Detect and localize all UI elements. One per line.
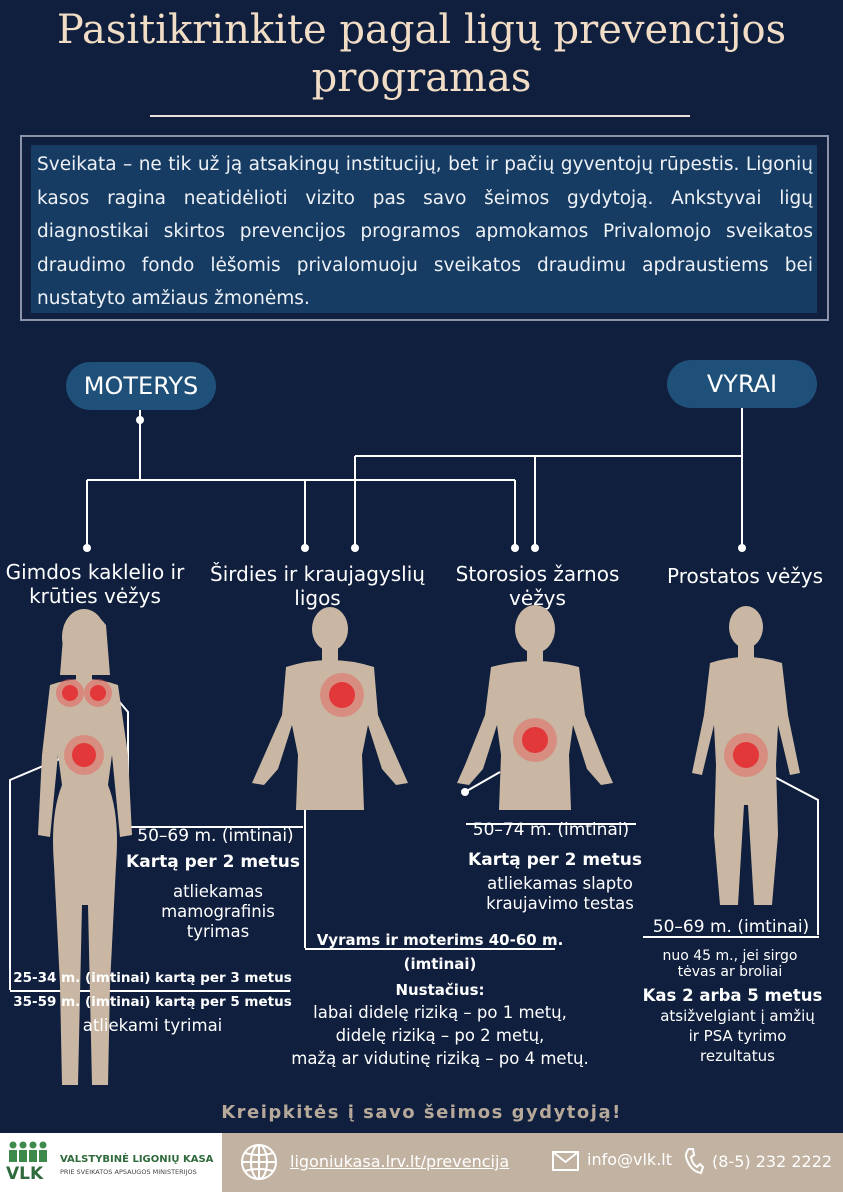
- phone-icon: [684, 1148, 704, 1175]
- cardio-low-risk: mažą ar vidutinę riziką – po 4 metų.: [291, 1049, 589, 1068]
- category-prostate: Prostatos vėžys: [667, 564, 823, 588]
- org-name-text: VALSTYBINĖ LIGONIŲ KASA: [60, 1154, 214, 1165]
- org-name: VALSTYBINĖ LIGONIŲ KASA PRIE SVEIKATOS A…: [60, 1154, 220, 1178]
- colorectal-body-figure: [457, 605, 613, 810]
- prostate-description: atsižvelgiant į amžių ir PSA tyrimo rezu…: [660, 1007, 815, 1065]
- women-pill: MOTERYS: [66, 362, 216, 410]
- page-title: Pasitikrinkite pagal ligų prevencijos pr…: [56, 7, 787, 101]
- cardio-detected-label: Nustačius:: [395, 981, 485, 999]
- title-divider: [150, 115, 690, 117]
- prostate-extra: nuo 45 m., jei sirgo tėvas ar broliai: [662, 948, 798, 980]
- footer-logo-area: [0, 1133, 222, 1192]
- phone-number[interactable]: (8-5) 232 2222: [712, 1152, 833, 1171]
- intro-frame: [20, 135, 829, 321]
- intro-panel: [31, 145, 817, 313]
- email-link[interactable]: info@vlk.lt: [587, 1150, 672, 1169]
- mammography-frequency: Kartą per 2 metus: [126, 852, 300, 872]
- colorectal-frequency: Kartą per 2 metus: [468, 850, 642, 870]
- logo-abbreviation: VLK: [6, 1164, 44, 1184]
- mammography-description: atliekamas mamografinis tyrimas: [161, 882, 275, 941]
- colorectal-age: 50–74 m. (imtinai): [472, 820, 630, 840]
- cervical-schedule-1: 25-34 m. (imtinai) kartą per 3 metus: [13, 970, 292, 986]
- website-link[interactable]: ligoniukasa.lrv.lt/prevencija: [290, 1152, 510, 1171]
- category-colorectal: Storosios žarnos vėžys: [455, 562, 620, 610]
- female-body-figure: [38, 609, 132, 1085]
- cardio-very-high-risk: labai didelę riziką – po 1 metų,: [313, 1003, 567, 1022]
- prostate-frequency: Kas 2 arba 5 metus: [642, 986, 823, 1005]
- prostate-age: 50–69 m. (imtinai): [652, 917, 810, 937]
- category-cardio: Širdies ir kraujagyslių ligos: [210, 562, 425, 610]
- colorectal-description: atliekamas slapto kraujavimo testas: [486, 874, 634, 913]
- vlk-logo-icon: [9, 1141, 47, 1162]
- intro-text: Sveikata – ne tik už ją atsakingų instit…: [37, 154, 813, 309]
- cardio-high-risk: didelę riziką – po 2 metų,: [335, 1026, 545, 1045]
- mammography-age: 50–69 m. (imtinai): [137, 826, 294, 846]
- cardio-age: Vyrams ir moterims 40-60 m.: [316, 931, 564, 949]
- footer-call-to-action: Kreipkitės į savo šeimos gydytoją!: [221, 1102, 622, 1123]
- org-subtitle: PRIE SVEIKATOS APSAUGOS MINISTERIJOS: [60, 1168, 197, 1176]
- mail-icon: [552, 1151, 579, 1171]
- footer-contact-bar: [222, 1133, 843, 1192]
- men-pill: VYRAI: [667, 360, 817, 408]
- globe-icon: [241, 1144, 277, 1180]
- category-cervical-breast: Gimdos kaklelio ir krūties vėžys: [5, 560, 185, 608]
- cardio-body-figure: [252, 607, 408, 810]
- cardio-age-note: (imtinai): [403, 955, 477, 973]
- male-body-figure: [692, 606, 800, 905]
- cervical-schedule-2: 35-59 m. (imtinai) kartą per 5 metus: [13, 994, 292, 1010]
- cervical-description: atliekami tyrimai: [82, 1016, 223, 1035]
